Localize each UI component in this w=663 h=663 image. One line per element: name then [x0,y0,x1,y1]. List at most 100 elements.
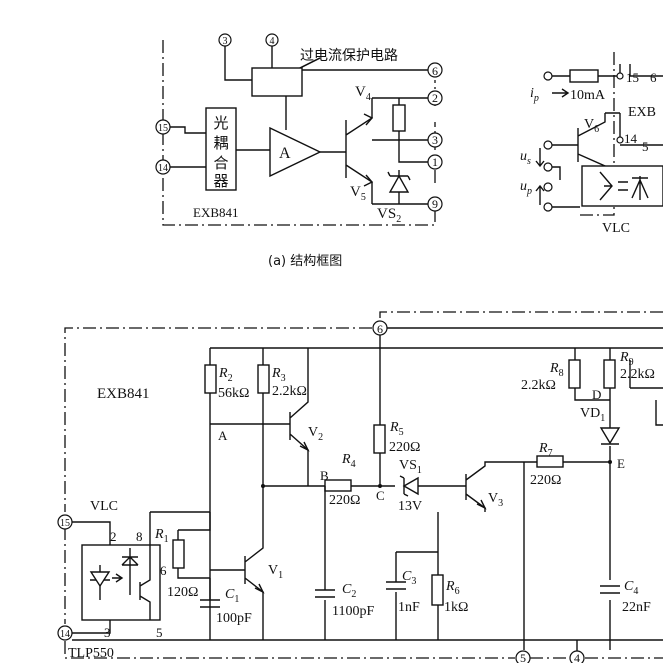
iface-vlc-label: VLC [602,221,630,236]
block-pin-3-label: 3 [223,36,228,47]
main-schematic: 6 EXB841 R2 56kΩ R3 2.2kΩ A V2 R5 220Ω B [57,311,663,663]
iface-vlc-box [581,165,663,207]
block-pin-2 [427,90,443,106]
tlp-label: TLP550 [68,646,114,661]
overcurrent-block [251,67,303,97]
block-pin-1-label: 1 [432,155,438,169]
tlp-pin-2: 2 [110,529,117,544]
r6-value: 1kΩ [444,600,468,615]
r9-label: R9 [619,350,634,368]
block-pin-9-label: 9 [432,197,438,211]
block-diagram: 3 4 过电流保护电路 6 光 耦 合 器 15 14 A V4 V5 [155,33,443,269]
block-pin-4-label: 4 [270,36,275,47]
c3-label: C3 [402,569,416,587]
c1-value: 100pF [216,611,252,626]
r1-label: R1 [154,527,169,545]
vlc-label: VLC [90,499,118,514]
iface-ip-value: 10mA [570,88,606,103]
r2-value: 56kΩ [218,386,249,401]
r7-label: R7 [538,441,553,459]
vs2-label: VS2 [377,206,401,225]
block-caption: (a) 结构框图 [268,254,342,269]
block-pin-6-label: 6 [432,64,438,78]
block-outline [162,40,436,226]
r4-value: 220Ω [329,493,360,508]
r1-resistor [172,539,185,569]
vs2-zener [388,174,410,193]
r1-value: 120Ω [167,585,198,600]
iface-up-label: up [520,179,532,197]
r3-label: R3 [271,366,286,384]
r5-resistor [373,424,386,454]
iface-pin-5: 5 [642,139,649,154]
vs1-zener [402,476,419,496]
pin-15-label: 15 [60,518,70,529]
opto-char-3: 合 [213,154,228,172]
pin-5-label: 5 [520,651,526,663]
r9-resistor [603,359,616,389]
r5-value: 220Ω [389,440,420,455]
r7-resistor [536,455,564,468]
block-chip-label: EXB841 [193,205,239,220]
node-b-label: B [320,468,329,483]
r3-value: 2.2kΩ [272,384,307,399]
r8-value: 2.2kΩ [521,378,556,393]
r7-value: 220Ω [530,473,561,488]
block-pin-15-label: 15 [158,123,168,134]
v5-label: V5 [350,184,366,203]
pin-14-label: 14 [60,629,70,640]
iface-us-label: us [520,149,531,167]
r2-label: R2 [218,366,233,384]
block-pin-1 [427,154,443,170]
c3-value: 1nF [398,600,420,615]
vs1-label: VS1 [399,458,422,476]
c2-value: 1100pF [332,604,374,619]
opto-char-4: 器 [213,172,228,190]
outer-border [379,311,663,318]
r6-resistor [431,574,444,606]
iface-v6-label: V6 [584,117,599,135]
opto-char-2: 耦 [213,134,228,152]
c4-value: 22nF [622,600,651,615]
r9-value: 2.2kΩ [620,367,655,382]
r6-label: R6 [445,579,460,597]
tlp-pin-8: 8 [136,529,143,544]
c1-label: C1 [225,587,239,605]
vs1-value: 13V [398,499,422,514]
v4-label: V4 [355,84,371,103]
iface-input-terminal [543,71,553,81]
opto-char-1: 光 [213,114,228,132]
tlp550-package [81,544,161,621]
r3-resistor [257,364,270,394]
chip-label: EXB841 [97,386,150,402]
amplifier-label: A [279,145,291,162]
vd1-label: VD1 [580,406,605,424]
amplifier-triangle [269,126,322,178]
r4-label: R4 [341,452,356,470]
iface-ip-label: ip [530,86,539,104]
block-pin-3r-label: 3 [432,133,438,147]
c2-label: C2 [342,582,356,600]
tlp-pin-6: 6 [160,563,167,578]
tlp-pin-5: 5 [156,625,163,640]
v1-label: V1 [268,563,283,581]
iface-pin-15: 15 [626,70,639,85]
iface-pin-14: 14 [624,131,638,146]
block-resistor [392,104,406,132]
overcurrent-title: 过电流保护电路 [300,48,398,64]
pin-4-label: 4 [574,651,580,663]
pin-6-label: 6 [377,322,383,336]
node-c-label: C [376,488,385,503]
iface-chip-label: EXB [628,105,656,120]
r2-resistor [204,364,217,394]
r4-resistor [324,479,352,492]
interface-diagram: 15 6 ip 10mA EXB V6 14 5 us up VLC [520,52,663,236]
vd1-diode [599,427,621,445]
block-pin-6 [427,62,443,78]
block-pin-14-label: 14 [158,163,168,174]
block-pin-3r [427,132,443,148]
block-pin-2-label: 2 [432,91,438,105]
iface-resistor [569,69,599,83]
optocoupler-block [205,107,237,191]
